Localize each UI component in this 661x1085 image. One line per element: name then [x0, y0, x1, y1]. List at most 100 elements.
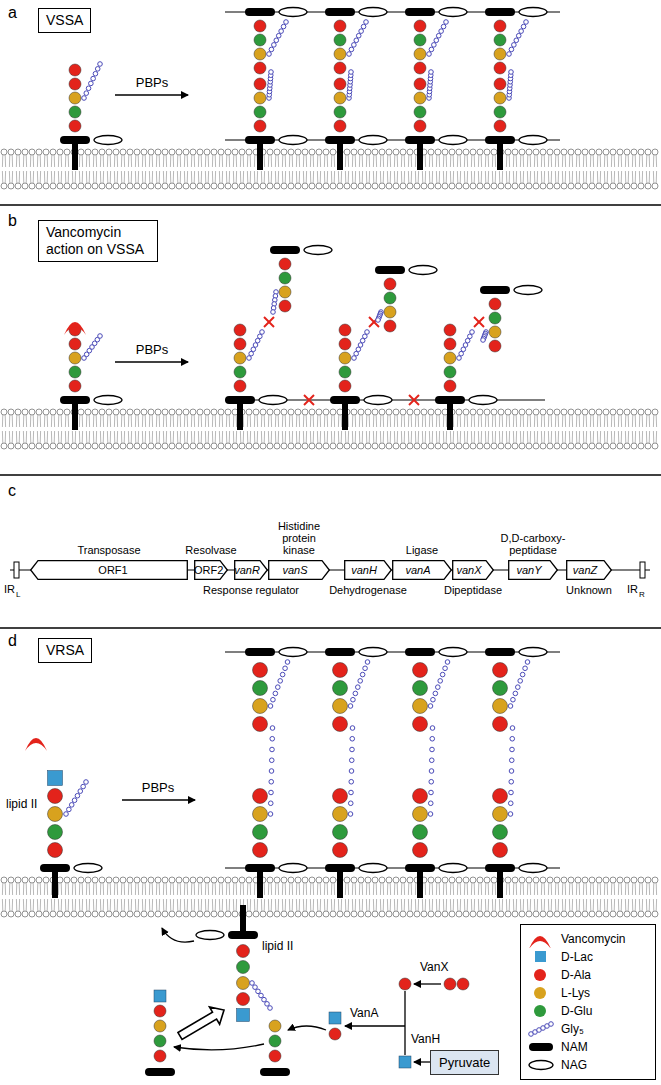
illustration-part: [243, 883, 244, 895]
illustration-part: [499, 171, 500, 183]
illustration-part: [478, 155, 479, 167]
illustration-part: [117, 899, 118, 911]
lipid-head: [204, 443, 210, 449]
illustration-part: [653, 155, 654, 167]
illustration-part: [30, 431, 31, 443]
illustration-part: [411, 883, 412, 895]
illustration-part: [625, 171, 626, 183]
lipid-head: [8, 183, 14, 189]
illustration-part: [152, 431, 153, 443]
illustration-part: [313, 171, 314, 183]
glycine: [269, 779, 274, 784]
illustration-part: [205, 883, 206, 895]
illustration-part: [397, 415, 398, 427]
illustration-part: [23, 899, 24, 911]
illustration-part: [79, 171, 80, 183]
illustration-part: [520, 899, 521, 911]
illustration-part: [40, 883, 41, 895]
illustration-part: [177, 155, 178, 167]
illustration-part: [492, 155, 493, 167]
amino-acid-residue: [334, 34, 346, 46]
illustration-part: [47, 431, 48, 443]
illustration-part: [383, 171, 384, 183]
illustration-part: [142, 431, 143, 443]
illustration-part: [408, 155, 409, 167]
amino-acid-residue: [414, 106, 426, 118]
illustration-part: [121, 431, 122, 443]
illustration-part: [313, 155, 314, 167]
illustration-part: [72, 899, 73, 911]
lipid-head: [547, 409, 553, 415]
lipid-head: [92, 443, 98, 449]
lipid-head: [50, 409, 56, 415]
illustration-part: [488, 155, 489, 167]
illustration-part: [425, 415, 426, 427]
illustration-part: [170, 899, 171, 911]
illustration-part: [2, 155, 3, 167]
line: [474, 317, 484, 327]
illustration-part: [138, 155, 139, 167]
illustration-part: [89, 155, 90, 167]
amino-acid-residue: [489, 298, 501, 310]
glycine: [86, 86, 91, 91]
lipid-head: [624, 409, 630, 415]
lipid-head: [295, 149, 301, 155]
line: [264, 317, 274, 327]
nag-sugar: [469, 396, 497, 405]
illustration-part: [306, 155, 307, 167]
lipid-head: [64, 877, 70, 883]
illustration-part: [33, 899, 34, 911]
illustration-part: [474, 431, 475, 443]
lipid-head: [309, 911, 315, 917]
illustration-part: [600, 155, 601, 167]
illustration-part: [124, 171, 125, 183]
lipid-head: [155, 877, 161, 883]
illustration-part: [394, 883, 395, 895]
illustration-part: [320, 415, 321, 427]
lipid-head: [246, 183, 252, 189]
lipid-head: [85, 443, 91, 449]
lipid-head: [120, 443, 126, 449]
illustration-part: [516, 883, 517, 895]
amino-acid-residue: [444, 366, 456, 378]
illustration-part: [376, 171, 377, 183]
illustration-part: [243, 155, 244, 167]
amino-acid-residue: [414, 78, 426, 90]
illustration-part: [58, 415, 59, 427]
illustration-part: [331, 431, 332, 443]
lipid-head: [316, 149, 322, 155]
illustration-part: [233, 899, 234, 911]
lipid-head: [323, 183, 329, 189]
illustration-part: [485, 155, 486, 167]
lipid-head: [253, 409, 259, 415]
illustration-part: [205, 431, 206, 443]
illustration-part: [555, 883, 556, 895]
illustration-part: [187, 431, 188, 443]
illustration-part: [467, 415, 468, 427]
illustration-part: [96, 883, 97, 895]
illustration-part: [467, 899, 468, 911]
illustration-part: [565, 171, 566, 183]
illustration-part: [226, 415, 227, 427]
nam-sugar: [405, 8, 435, 16]
illustration-part: [366, 899, 367, 911]
illustration-part: [51, 431, 52, 443]
illustration-part: [506, 883, 507, 895]
lipid-head: [57, 409, 63, 415]
lipid-head: [393, 149, 399, 155]
illustration-part: [520, 415, 521, 427]
illustration-part: [257, 171, 258, 183]
illustration-part: [306, 883, 307, 895]
lipid-head: [491, 877, 497, 883]
illustration-part: [222, 431, 223, 443]
illustration-part: [100, 883, 101, 895]
lipid-head: [470, 911, 476, 917]
illustration-part: [509, 883, 510, 895]
illustration-part: [369, 431, 370, 443]
illustration-part: [142, 899, 143, 911]
lipid-head: [330, 443, 336, 449]
lipid-head: [484, 149, 490, 155]
lipid-head: [113, 183, 119, 189]
illustration-part: [611, 899, 612, 911]
illustration-part: [285, 415, 286, 427]
